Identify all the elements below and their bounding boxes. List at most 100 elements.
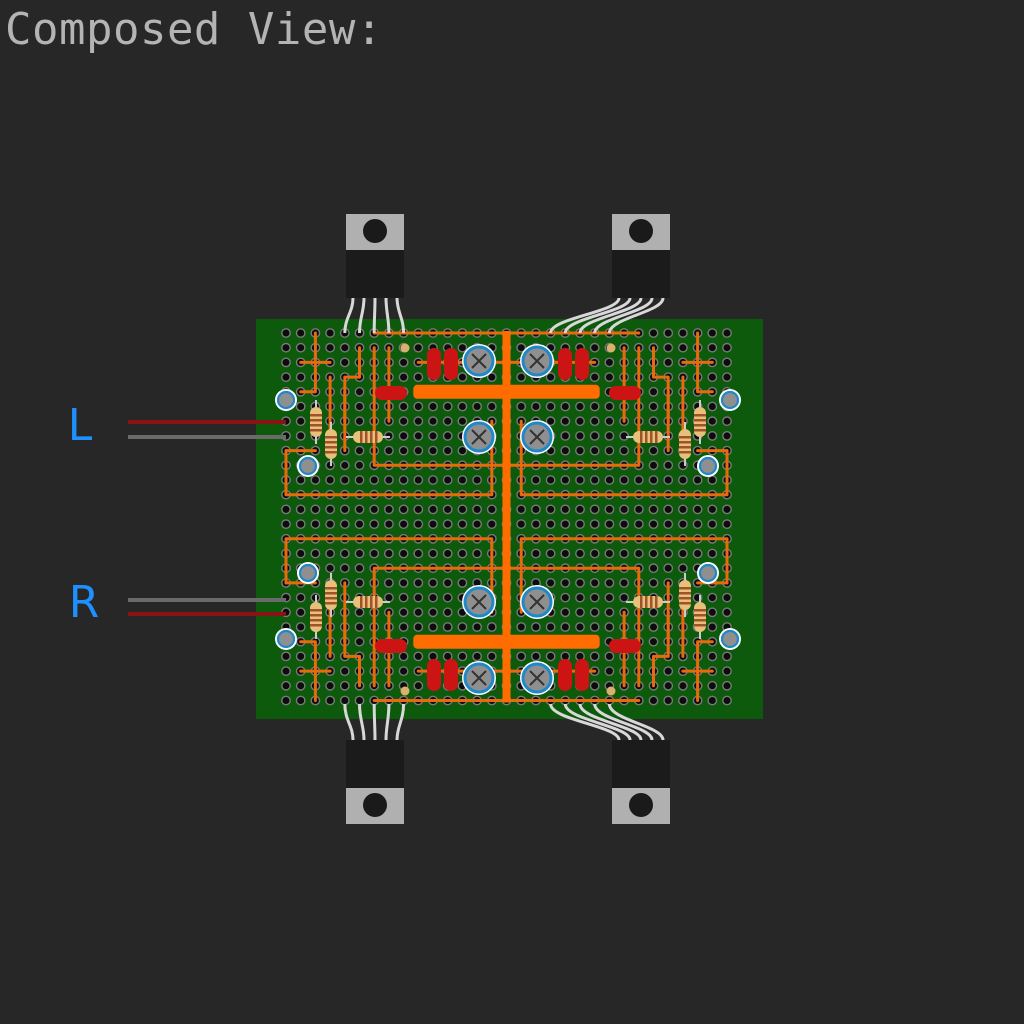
board-hole bbox=[428, 430, 438, 441]
board-hole bbox=[457, 548, 468, 559]
board-hole bbox=[295, 651, 306, 662]
board-hole bbox=[589, 548, 600, 559]
board-hole bbox=[589, 680, 600, 691]
board-hole bbox=[325, 680, 335, 691]
copper-trace bbox=[372, 566, 508, 688]
board-hole bbox=[648, 563, 659, 574]
board-hole bbox=[310, 548, 321, 559]
board-hole bbox=[428, 607, 438, 618]
board-hole bbox=[663, 548, 674, 559]
film-capacitor-icon bbox=[558, 348, 572, 380]
board-hole bbox=[398, 666, 409, 676]
resistor-band bbox=[679, 597, 691, 600]
board-hole bbox=[369, 475, 380, 485]
resistor-band bbox=[645, 596, 648, 608]
board-hole bbox=[589, 578, 600, 588]
board-hole bbox=[619, 475, 629, 485]
resistor-band bbox=[640, 596, 643, 608]
resistor-band bbox=[645, 431, 648, 443]
ic-pin bbox=[343, 297, 355, 334]
board-hole bbox=[398, 548, 409, 559]
resistor-body bbox=[694, 602, 706, 632]
board-hole bbox=[310, 475, 321, 485]
board-hole bbox=[707, 607, 718, 618]
board-hole bbox=[339, 695, 350, 706]
board-hole bbox=[413, 607, 424, 618]
ic-mount-hole bbox=[629, 793, 653, 817]
board-hole bbox=[369, 519, 380, 529]
board-hole bbox=[575, 445, 585, 456]
board-hole bbox=[619, 519, 629, 529]
board-hole bbox=[516, 342, 527, 353]
board-hole bbox=[339, 666, 350, 676]
board-hole bbox=[486, 401, 497, 412]
small-capacitor-body bbox=[698, 456, 718, 476]
board-hole bbox=[604, 475, 615, 485]
board-hole bbox=[619, 578, 629, 588]
resistor-band bbox=[679, 436, 691, 439]
board-hole bbox=[486, 622, 497, 632]
board-hole bbox=[398, 445, 409, 456]
board-hole bbox=[472, 519, 482, 529]
board-hole bbox=[707, 548, 718, 559]
board-hole bbox=[678, 695, 688, 706]
board-hole bbox=[442, 445, 453, 456]
board-hole bbox=[589, 401, 600, 412]
board-hole bbox=[428, 416, 438, 427]
resistor-body bbox=[325, 580, 337, 610]
board-hole bbox=[325, 342, 335, 353]
resistor-band bbox=[310, 614, 322, 617]
board-hole bbox=[398, 430, 409, 441]
board-hole bbox=[428, 622, 438, 632]
board-hole bbox=[678, 504, 688, 515]
board-hole bbox=[442, 592, 453, 603]
board-hole bbox=[604, 357, 615, 368]
board-hole bbox=[413, 592, 424, 603]
board-hole bbox=[354, 504, 365, 515]
resistor-body bbox=[310, 602, 322, 632]
board-hole bbox=[442, 607, 453, 618]
resistor-band bbox=[679, 592, 691, 595]
board-hole bbox=[545, 504, 556, 515]
board-hole bbox=[692, 504, 703, 515]
board-hole bbox=[604, 651, 615, 662]
ic-pin bbox=[607, 297, 665, 334]
board-hole bbox=[663, 504, 674, 515]
board-hole bbox=[722, 607, 732, 618]
board-hole bbox=[442, 504, 453, 515]
board-hole bbox=[413, 519, 424, 529]
board-hole bbox=[295, 372, 306, 382]
view-title: Composed View: bbox=[5, 4, 383, 55]
film-capacitor-icon bbox=[558, 659, 572, 691]
resistor-band bbox=[655, 431, 658, 443]
board-hole bbox=[678, 563, 688, 574]
channel-label-left: L bbox=[68, 400, 93, 451]
test-point bbox=[606, 343, 616, 353]
ic-mount-hole bbox=[363, 219, 387, 243]
resistor-band bbox=[360, 431, 363, 443]
board-hole bbox=[457, 622, 468, 632]
board-hole bbox=[633, 548, 644, 559]
board-hole bbox=[545, 578, 556, 588]
board-hole bbox=[678, 342, 688, 353]
board-hole bbox=[295, 695, 306, 706]
board-hole bbox=[560, 416, 571, 427]
board-hole bbox=[486, 519, 497, 529]
board-hole bbox=[295, 401, 306, 412]
board-hole bbox=[707, 680, 718, 691]
film-capacitor-icon bbox=[609, 386, 641, 400]
ic-mount-hole bbox=[363, 793, 387, 817]
board-hole bbox=[383, 578, 394, 588]
resistor-band bbox=[679, 587, 691, 590]
board-hole bbox=[486, 504, 497, 515]
components bbox=[275, 343, 741, 696]
copper-trace bbox=[284, 419, 494, 497]
board-hole bbox=[589, 372, 600, 382]
resistor-band bbox=[310, 414, 322, 417]
test-point bbox=[400, 343, 410, 353]
board-hole bbox=[722, 416, 732, 427]
small-capacitor-body bbox=[720, 390, 740, 410]
resistor-band bbox=[370, 431, 373, 443]
board-hole bbox=[575, 475, 585, 485]
power-bus-lower bbox=[413, 634, 600, 649]
